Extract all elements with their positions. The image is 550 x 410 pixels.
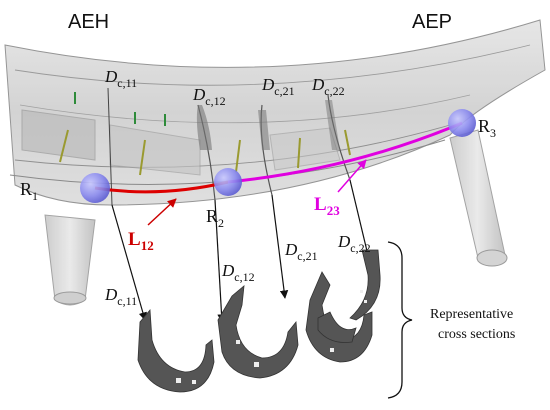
cross-section-c12 — [217, 285, 299, 379]
section-label-c21: Dc,21 — [261, 75, 295, 98]
section-plane-c21-fill — [258, 110, 270, 150]
body-contour-mid — [19, 94, 471, 124]
ref-label-r3: R3 — [478, 116, 496, 140]
length-labels: L12 L23 — [128, 194, 340, 253]
brace-label-line2: cross sections — [438, 327, 515, 342]
l23-arrow — [337, 159, 367, 193]
l12-arrow — [147, 198, 177, 226]
sphere-r1 — [80, 173, 110, 203]
lower-section-label-c21: Dc,21 — [284, 240, 318, 263]
section-label-c12: Dc,12 — [192, 85, 226, 108]
lower-section-label-c12: Dc,12 — [221, 261, 255, 284]
section-label-c11: Dc,11 — [104, 67, 137, 90]
sphere-r3 — [448, 109, 476, 137]
length-label-l12: L12 — [128, 229, 154, 253]
ref-label-r1: R1 — [20, 179, 38, 203]
path-l23 — [227, 121, 463, 184]
section-plane-c22-fill — [325, 100, 340, 150]
section-label-c22: Dc,22 — [311, 75, 345, 98]
arrow-c21 — [271, 194, 289, 299]
arrow-c11 — [111, 204, 147, 321]
brace-label-line1: Representative — [430, 307, 513, 322]
lower-section-labels: Dc,11 Dc,12 Dc,21 Dc,22 — [104, 232, 371, 308]
ref-label-r2: R2 — [206, 206, 224, 230]
section-holes — [176, 290, 367, 384]
arrow-c12 — [214, 199, 226, 323]
sphere-r2 — [214, 168, 242, 196]
title-aep: AEP — [412, 11, 452, 33]
section-plane-c11 — [107, 87, 113, 206]
left-pipe-end — [53, 291, 87, 305]
right-pipe-end — [476, 249, 508, 267]
stiffener-marks — [59, 92, 351, 176]
lower-section-label-c11: Dc,11 — [104, 285, 137, 308]
brace — [387, 241, 413, 399]
inner-plate-right — [269, 127, 341, 171]
inner-plate-left — [21, 109, 96, 161]
section-plane-c12-fill — [196, 105, 212, 150]
lower-section-label-c22: Dc,22 — [337, 232, 371, 255]
length-label-l23: L23 — [314, 194, 340, 218]
cross-section-c22 — [317, 249, 381, 343]
title-aeh: AEH — [68, 11, 109, 33]
cross-section-c11 — [137, 308, 215, 393]
cross-section-c21 — [305, 271, 373, 363]
right-pipe — [449, 129, 506, 263]
body-contour-top — [14, 44, 531, 86]
